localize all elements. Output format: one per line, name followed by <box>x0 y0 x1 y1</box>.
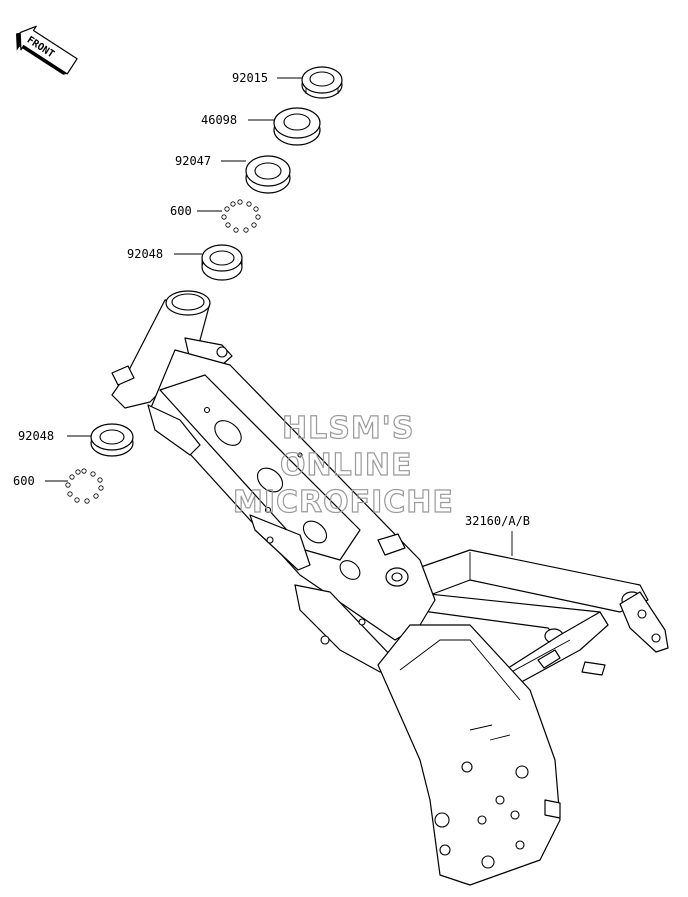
watermark-line-3: MICROFICHE <box>233 485 454 520</box>
part-label-46098[interactable]: 46098 <box>201 113 237 127</box>
steel-balls-lower <box>65 468 104 504</box>
part-label-92048-upper[interactable]: 92048 <box>127 247 163 261</box>
watermark-line-1: HLSM'S <box>282 411 414 446</box>
part-labels: 92015 46098 92047 600 92048 92048 600 32… <box>13 71 530 528</box>
part-label-92047[interactable]: 92047 <box>175 154 211 168</box>
stem-nut-92015 <box>301 66 343 99</box>
steel-balls-upper <box>221 199 261 233</box>
part-label-32160[interactable]: 32160/A/B <box>465 514 530 528</box>
part-label-600-lower[interactable]: 600 <box>13 474 35 488</box>
part-label-600-upper[interactable]: 600 <box>170 204 192 218</box>
leader-lines <box>45 77 513 556</box>
bearing-race-92047 <box>245 155 291 194</box>
watermark: HLSM'S ONLINE MICROFICHE <box>232 410 454 520</box>
part-label-92015[interactable]: 92015 <box>232 71 268 85</box>
race-92048-upper <box>201 244 243 281</box>
part-label-92048-lower[interactable]: 92048 <box>18 429 54 443</box>
race-92048-lower <box>90 423 134 457</box>
frame-32160 <box>111 290 669 886</box>
watermark-line-2: ONLINE <box>280 448 413 483</box>
front-direction-tag: FRONT <box>16 25 78 75</box>
seal-46098 <box>273 107 321 146</box>
